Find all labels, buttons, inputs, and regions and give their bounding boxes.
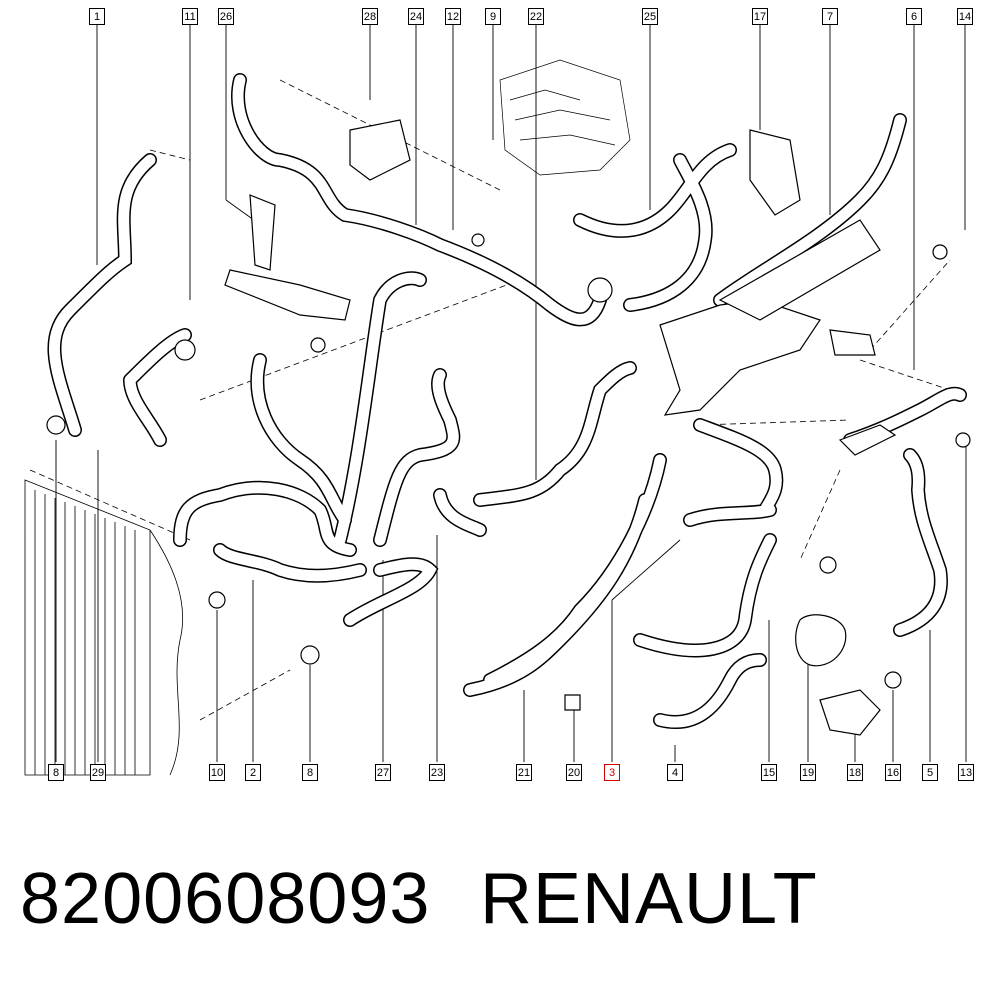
callout-24: 24 — [408, 8, 424, 25]
callout-25: 25 — [642, 8, 658, 25]
callout-2: 2 — [245, 764, 261, 781]
callout-18: 18 — [847, 764, 863, 781]
callout-9: 9 — [485, 8, 501, 25]
callout-11: 11 — [182, 8, 198, 25]
radiator — [24, 479, 184, 776]
callout-8-left: 8 — [48, 764, 64, 781]
hoses-inner — [49, 74, 966, 728]
callout-20: 20 — [566, 764, 582, 781]
callout-16: 16 — [885, 764, 901, 781]
callout-8-mid: 8 — [302, 764, 318, 781]
brand-name: RENAULT — [480, 859, 818, 939]
callout-7: 7 — [822, 8, 838, 25]
callout-10: 10 — [209, 764, 225, 781]
callout-29: 29 — [90, 764, 106, 781]
callout-14: 14 — [957, 8, 973, 25]
hose-exploded-diagram — [24, 24, 971, 776]
callout-27: 27 — [375, 764, 391, 781]
callout-1: 1 — [89, 8, 105, 25]
callout-19: 19 — [800, 764, 816, 781]
callout-13: 13 — [958, 764, 974, 781]
callout-28: 28 — [362, 8, 378, 25]
callout-12: 12 — [445, 8, 461, 25]
part-number: 8200608093 — [20, 859, 431, 939]
callout-3-highlighted[interactable]: 3 — [604, 764, 620, 781]
callout-23: 23 — [429, 764, 445, 781]
components — [46, 119, 971, 736]
callout-15: 15 — [761, 764, 777, 781]
callout-4: 4 — [667, 764, 683, 781]
callout-21: 21 — [516, 764, 532, 781]
callout-17: 17 — [752, 8, 768, 25]
callout-6: 6 — [906, 8, 922, 25]
leader-lines — [55, 24, 967, 762]
callout-22: 22 — [528, 8, 544, 25]
engine-block — [499, 59, 631, 176]
callout-5: 5 — [922, 764, 938, 781]
callout-26: 26 — [218, 8, 234, 25]
